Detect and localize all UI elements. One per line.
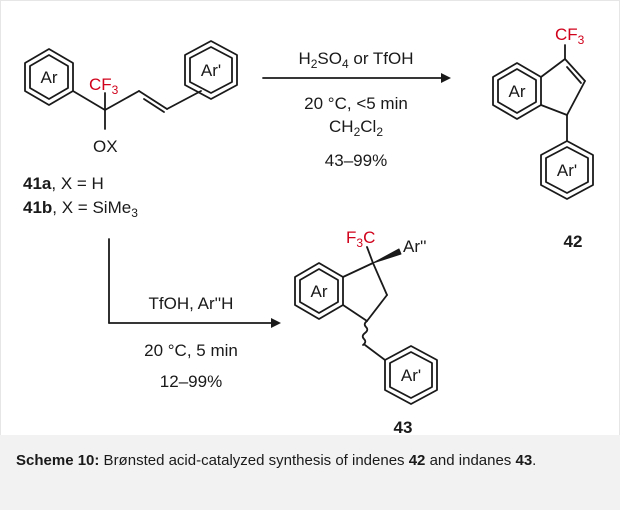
top-yield: 43–99% — [325, 151, 387, 170]
p43-f3c-label: F3C — [346, 228, 375, 250]
starting-material-41 — [24, 40, 238, 130]
ar-prime-ring-42-inner — [545, 146, 589, 194]
bottom-reaction-arrow — [108, 238, 281, 328]
sm-ox-label: OX — [93, 137, 118, 156]
product-42-indene — [492, 44, 594, 200]
top-reagent: H2SO4 or TfOH — [298, 49, 413, 71]
caption-text-1: Brønsted acid-catalyzed synthesis of ind… — [99, 452, 409, 469]
p42-ar-prime-label: Ar' — [557, 161, 577, 180]
compound-41a-name: 41a, X = H — [23, 174, 104, 193]
ar-ring-43-inner — [299, 268, 339, 314]
p42-cf3-label: CF3 — [555, 25, 585, 47]
ar-ring-left — [24, 48, 74, 106]
caption-label: Scheme 10: — [16, 452, 100, 469]
ar-prime-ring-sm-inner — [189, 46, 233, 94]
compound-42-name: 42 — [564, 232, 583, 251]
compound-41b-name: 41b, X = SiMe3 — [23, 198, 138, 220]
caption-ref-42: 42 — [408, 452, 426, 469]
p43-ar-label: Ar — [311, 282, 328, 301]
p43-ar-dblprime-label: Ar'' — [403, 237, 427, 256]
ar-ring-42-inner — [497, 68, 537, 114]
top-solvent: CH2Cl2 — [329, 117, 383, 139]
top-reaction-arrow — [262, 73, 451, 83]
ar-prime-ring-43-inner — [389, 351, 433, 399]
bottom-yield: 12–99% — [160, 372, 222, 391]
sm-ar-label: Ar — [41, 68, 58, 87]
ar-prime-ring-42 — [540, 140, 594, 200]
bottom-conditions: 20 °C, 5 min — [144, 341, 238, 360]
p42-ar-label: Ar — [509, 82, 526, 101]
caption-text-3: . — [532, 452, 537, 469]
p43-ar-prime-label: Ar' — [401, 366, 421, 385]
reaction-scheme: Ar Ar' CF3 OX 41a, X = H 41b, X = SiMe3 … — [23, 25, 594, 436]
sm-ar-prime-label: Ar' — [201, 61, 221, 80]
sm-cf3-label: CF3 — [89, 75, 119, 97]
scheme-panel: Ar Ar' CF3 OX 41a, X = H 41b, X = SiMe3 … — [0, 0, 620, 436]
caption-ref-43: 43 — [515, 452, 533, 469]
compound-43-name: 43 — [394, 418, 413, 436]
ar-prime-ring-sm — [184, 40, 238, 100]
bottom-reagent: TfOH, Ar''H — [149, 294, 234, 313]
caption-text-2: and indanes — [425, 452, 516, 469]
product-43-indane — [294, 246, 438, 405]
ar-ring-left-inner — [29, 54, 69, 100]
top-conditions: 20 °C, <5 min — [304, 94, 408, 113]
figure-caption: Scheme 10: Brønsted acid-catalyzed synth… — [0, 435, 620, 510]
